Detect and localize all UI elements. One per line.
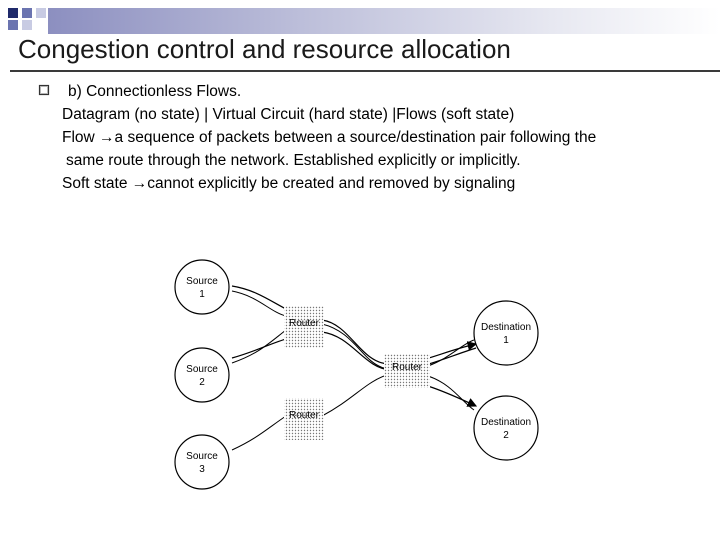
router-label: Router xyxy=(289,410,320,421)
source-label: Source xyxy=(186,364,218,375)
arrow-icon: → xyxy=(131,175,148,192)
source-node: Source 2 xyxy=(174,347,230,403)
source-number: 1 xyxy=(199,289,205,300)
soft-state-definition: cannot explicitly be created and removed… xyxy=(147,175,516,192)
corner-square xyxy=(36,8,46,18)
bullet-line-datagram: Datagram (no state) | Virtual Circuit (h… xyxy=(62,106,515,123)
arrow-icon: → xyxy=(99,129,115,146)
source-number: 3 xyxy=(199,464,205,475)
flow-label: Flow xyxy=(62,129,100,146)
bullet-line-soft-state: Soft state →cannot explicitly be created… xyxy=(62,172,712,195)
destination-label: Destination xyxy=(481,417,531,428)
decorative-corner-squares xyxy=(0,0,60,30)
router-node: Router xyxy=(384,354,430,388)
destination-node: Destination 1 xyxy=(473,300,539,366)
bullet-line-same-route: same route through the network. Establis… xyxy=(66,152,521,169)
link-source3-router3 xyxy=(231,415,287,451)
corner-square xyxy=(22,20,32,30)
source-number: 2 xyxy=(199,377,205,388)
slide-title: Congestion control and resource allocati… xyxy=(18,34,511,64)
destination-number: 1 xyxy=(503,335,509,346)
flow-path-to-destination1 xyxy=(231,285,478,365)
router-label: Router xyxy=(392,362,423,373)
soft-state-label: Soft state xyxy=(62,175,132,192)
flow-network-diagram: Router Router Router Source 1 Source 2 S… xyxy=(174,259,539,490)
bullet-line-flow: Flow →a sequence of packets between a so… xyxy=(62,126,712,149)
corner-square xyxy=(8,20,18,30)
source-node: Source 1 xyxy=(174,259,230,315)
router-node: Router xyxy=(284,398,324,440)
link-router2-destination2 xyxy=(427,375,475,411)
square-bullet-icon xyxy=(38,84,50,96)
bullet-content: b) Connectionless Flows. Datagram (no st… xyxy=(62,80,712,195)
destination-number: 2 xyxy=(503,430,509,441)
title-divider xyxy=(10,70,720,72)
source-node: Source 3 xyxy=(174,434,230,490)
router-node: Router xyxy=(284,306,324,348)
destination-node: Destination 2 xyxy=(473,395,539,461)
header-gradient-bar xyxy=(48,8,720,34)
link-source2-router1 xyxy=(231,329,287,364)
source-label: Source xyxy=(186,276,218,287)
router-label: Router xyxy=(289,318,320,329)
link-router3-router2 xyxy=(321,375,385,417)
link-router1-router2 xyxy=(321,323,385,369)
flow-path-to-destination1 xyxy=(231,331,477,371)
corner-square xyxy=(8,8,18,18)
bullet-heading: b) Connectionless Flows. xyxy=(68,83,242,100)
source-label: Source xyxy=(186,451,218,462)
destination-label: Destination xyxy=(481,322,531,333)
link-source1-router1 xyxy=(231,290,287,317)
corner-square xyxy=(22,8,32,18)
flow-definition: a sequence of packets between a source/d… xyxy=(114,129,597,146)
